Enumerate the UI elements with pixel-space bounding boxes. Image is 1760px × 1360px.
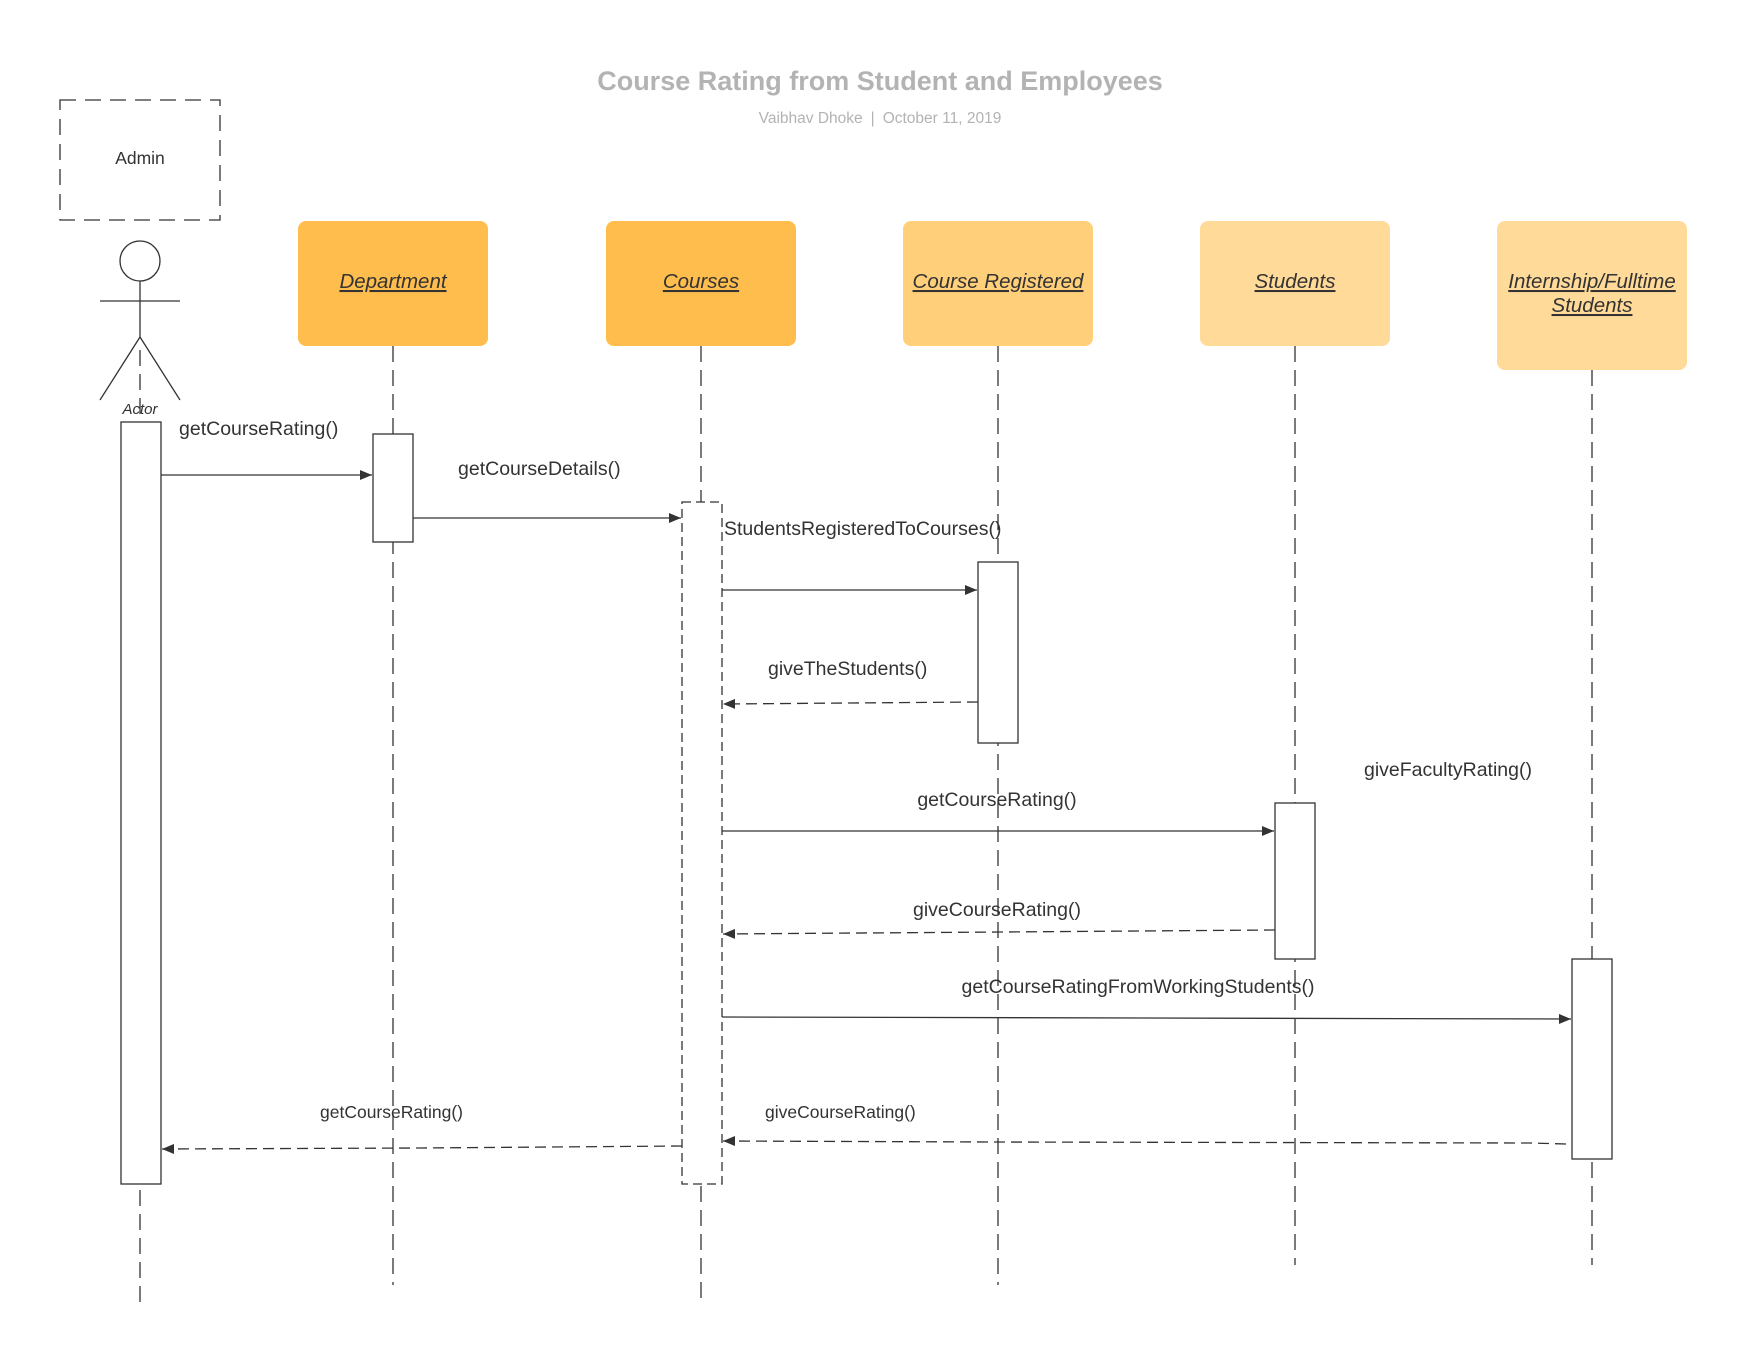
participant-courses-box <box>606 221 796 346</box>
admin-frame-label: Admin <box>115 148 165 168</box>
participant-students-box <box>1200 221 1390 346</box>
subtitle-separator: | <box>871 110 875 127</box>
message-label-get-course-rating-students: getCourseRating() <box>917 789 1076 811</box>
participant-students-label: Students <box>1255 270 1336 293</box>
message-label-give-course-rating-students: giveCourseRating() <box>913 899 1081 921</box>
participant-internship-box <box>1497 221 1687 370</box>
message-label-give-course-rating-working: giveCourseRating() <box>765 1102 916 1122</box>
activation-course-registered <box>977 561 1019 744</box>
participant-department-box <box>298 221 488 346</box>
activation-department <box>372 433 414 543</box>
activation-students <box>1274 802 1316 960</box>
actor-head <box>119 240 161 282</box>
author-name: Vaibhav Dhoke <box>759 110 863 127</box>
message-arrow-give-the-students <box>722 698 979 709</box>
activation-internship <box>1571 958 1613 1160</box>
message-arrow-give-course-rating-students <box>722 928 1276 939</box>
participant-course-registered-box <box>903 221 1093 346</box>
message-label-get-course-details: getCourseDetails() <box>458 458 621 480</box>
participant-internship-label-line2: Students <box>1552 294 1633 317</box>
message-label-get-course-rating-return: getCourseRating() <box>320 1102 463 1122</box>
message-arrow-get-course-rating-return <box>161 1143 683 1154</box>
actor-right-leg <box>139 336 181 401</box>
message-label-students-registered: StudentsRegisteredToCourses() <box>724 518 1001 540</box>
participant-department-label: Department <box>339 270 447 293</box>
annotation-give-faculty-rating: giveFacultyRating() <box>1364 759 1532 781</box>
actor-left-leg <box>99 336 141 401</box>
admin-frame <box>59 99 221 221</box>
message-label-get-course-rating-working: getCourseRatingFromWorkingStudents() <box>962 976 1315 998</box>
diagram-subtitle: Vaibhav Dhoke | October 11, 2019 <box>759 110 1002 127</box>
participant-internship-label-line1: Internship/Fulltime <box>1508 270 1675 293</box>
message-label-get-course-rating: getCourseRating() <box>179 418 338 440</box>
message-arrow-give-course-rating-working <box>722 1136 1567 1147</box>
message-arrow-get-course-rating-working <box>721 1013 1572 1024</box>
diagram-date: October 11, 2019 <box>883 110 1002 127</box>
actor-figure <box>99 240 181 401</box>
activation-courses <box>681 501 723 1185</box>
participant-courses-label: Courses <box>663 270 739 293</box>
participant-course-registered-label: Course Registered <box>913 270 1085 293</box>
diagram-title: Course Rating from Student and Employees <box>597 66 1163 96</box>
activation-actor <box>120 421 162 1185</box>
message-label-give-the-students: giveTheStudents() <box>768 658 927 680</box>
